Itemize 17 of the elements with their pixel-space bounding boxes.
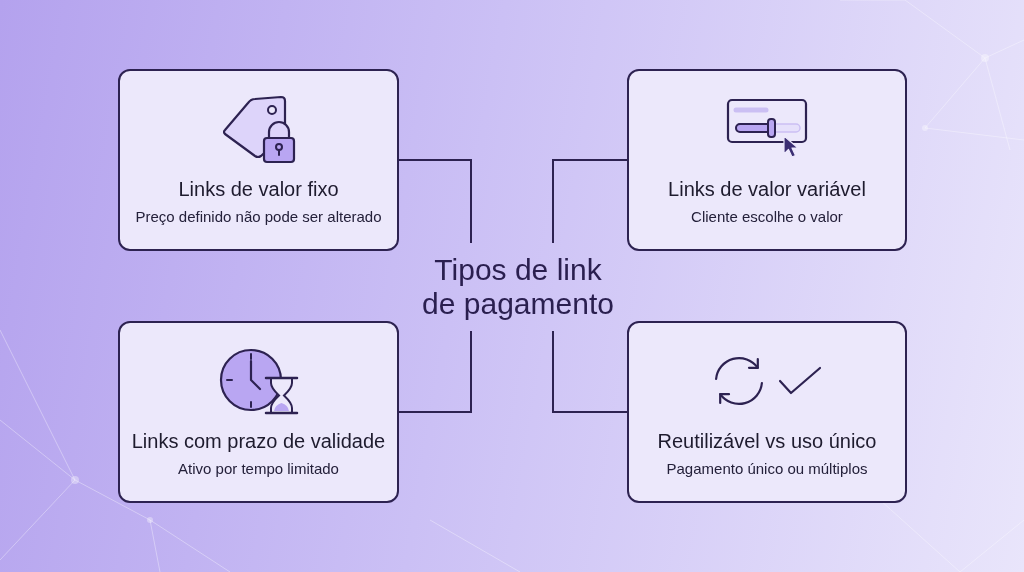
- card-description: Pagamento único ou múltiplos: [665, 459, 869, 479]
- card-heading: Links de valor variável: [667, 177, 867, 202]
- connector-line: [552, 330, 628, 413]
- card-description: Preço definido não pode ser alterado: [134, 207, 383, 227]
- card-heading: Links de valor fixo: [177, 177, 340, 202]
- card-heading: Reutilizável vs uso único: [656, 429, 878, 454]
- central-topic: Tipos de link de pagamento: [419, 243, 617, 331]
- connector-line: [398, 159, 472, 244]
- connector-line: [552, 159, 628, 244]
- info-card: [627, 321, 907, 503]
- info-card: [118, 69, 399, 251]
- info-card: [118, 321, 399, 503]
- card-description: Cliente escolhe o valor: [690, 207, 844, 227]
- card-description: Ativo por tempo limitado: [177, 459, 340, 479]
- info-card: [627, 69, 907, 251]
- connector-line: [398, 330, 472, 413]
- card-heading: Links com prazo de validade: [130, 429, 387, 454]
